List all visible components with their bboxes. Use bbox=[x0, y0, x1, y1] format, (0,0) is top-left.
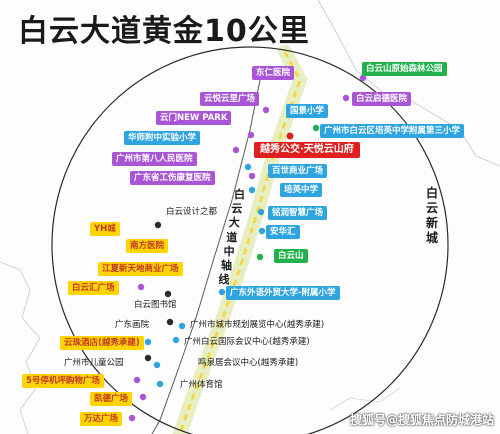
label-guihua: 广州市城市规划展览中心(越秀承建) bbox=[190, 320, 325, 330]
baiyun-new-city-char: 新 bbox=[425, 216, 438, 230]
label-wuhao: 5号停机坪购物广场 bbox=[22, 374, 104, 388]
marker-dot bbox=[178, 322, 186, 330]
metro-line bbox=[151, 69, 263, 434]
marker-dot bbox=[139, 393, 147, 401]
label-guojing: 国景小学 bbox=[286, 104, 329, 118]
marker-dot bbox=[133, 376, 141, 384]
label-yueyun: 云悦云里广场 bbox=[200, 92, 260, 106]
label-mingrun: 铭润智慧广场 bbox=[268, 206, 328, 220]
label-waishi: 广州市白云区培英中学附属第三小学 bbox=[320, 124, 465, 138]
label-wanda: 万达广场 bbox=[80, 412, 123, 426]
marker-dot bbox=[342, 94, 350, 102]
label-huayuan: 广东画院 bbox=[115, 320, 150, 330]
label-yh: YH城 bbox=[90, 222, 120, 236]
road-label-char: 云 bbox=[231, 202, 243, 216]
marker-dot bbox=[286, 132, 294, 140]
road-label-char: 大 bbox=[228, 216, 240, 230]
marker-dot bbox=[164, 290, 172, 298]
label-dongren: 东仁医院 bbox=[252, 66, 295, 80]
marker-dot bbox=[144, 338, 152, 346]
baiyun-new-city-char: 城 bbox=[425, 231, 438, 245]
label-ertong: 广州市儿童公园 bbox=[64, 358, 124, 368]
label-waiyu: 广东外语外贸大学-附属小学 bbox=[226, 286, 340, 300]
label-nanfang: 南方医院 bbox=[126, 239, 169, 253]
road-band bbox=[173, 45, 308, 434]
marker-dot bbox=[128, 414, 136, 422]
marker-dot bbox=[156, 380, 164, 388]
label-baiyunshan: 白云山 bbox=[274, 249, 308, 263]
marker-dot bbox=[312, 124, 320, 132]
label-kaide: 凯德广场 bbox=[90, 392, 133, 406]
road-label-char: 轴 bbox=[221, 259, 232, 272]
marker-dot bbox=[244, 163, 252, 171]
marker-dot bbox=[218, 288, 226, 296]
marker-dot bbox=[154, 221, 162, 229]
marker-dot bbox=[258, 227, 266, 235]
road-label-char: 道 bbox=[226, 230, 238, 244]
baiyun-new-city-label: 白云新城 bbox=[417, 186, 447, 246]
marker-dot bbox=[359, 74, 367, 82]
label-yunmen: 云门NEW PARK bbox=[156, 111, 232, 125]
page-title: 白云大道黄金10公里 bbox=[18, 14, 310, 49]
label-baishi: 百世商业广场 bbox=[268, 164, 328, 178]
baiyun-new-city-char: 云 bbox=[425, 201, 438, 215]
label-library: 白云图书馆 bbox=[134, 300, 177, 310]
label-mingquan: 鸣泉居会议中心(越秀承建) bbox=[198, 358, 299, 368]
marker-dot bbox=[232, 146, 240, 154]
label-jiangxia: 江夏新天地商业广场 bbox=[98, 262, 183, 276]
label-huiguang: 白云汇广场 bbox=[68, 281, 119, 295]
label-sheji: 白云设计之都 bbox=[166, 207, 218, 217]
marker-dot bbox=[257, 208, 265, 216]
marker-dot bbox=[153, 361, 161, 369]
district-boundary-west bbox=[0, 261, 41, 434]
marker-dot bbox=[247, 131, 255, 139]
label-park: 白云山原始森林公园 bbox=[362, 62, 447, 76]
road-label-char: 白 bbox=[234, 188, 245, 201]
road-label-char: 线 bbox=[218, 273, 230, 287]
label-tiyuguan: 广州体育馆 bbox=[180, 380, 223, 390]
marker-dot bbox=[248, 186, 256, 194]
marker-dot bbox=[172, 336, 180, 344]
marker-dot bbox=[144, 354, 152, 362]
label-peiying: 培英中学 bbox=[280, 183, 323, 197]
marker-dot bbox=[166, 318, 174, 326]
baiyun-new-city-char: 白 bbox=[425, 186, 438, 200]
marker-dot bbox=[262, 106, 270, 114]
label-gongshang: 广东省工伤康复医院 bbox=[130, 171, 215, 185]
label-rmyy8: 广州市第八人民医院 bbox=[112, 152, 197, 166]
label-yunzhu: 云珠酒店(越秀承建) bbox=[60, 336, 144, 350]
marker-dot bbox=[256, 253, 264, 261]
label-guoji: 广州白云国际会议中心(越秀承建) bbox=[184, 337, 310, 347]
label-anhua: 安华汇 bbox=[266, 225, 300, 239]
road-label-char: 中 bbox=[223, 244, 235, 258]
ten-km-circle bbox=[51, 46, 449, 434]
marker-dot bbox=[248, 172, 256, 180]
marker-dot bbox=[137, 283, 145, 291]
label-huashi: 华师附中实验小学 bbox=[124, 131, 201, 145]
watermark: 搜狐号@搜狐焦点防城港站 bbox=[349, 413, 494, 427]
label-qide: 白云启德医院 bbox=[352, 92, 412, 106]
label-project: 越秀公交·天悦云山府 bbox=[254, 142, 360, 158]
